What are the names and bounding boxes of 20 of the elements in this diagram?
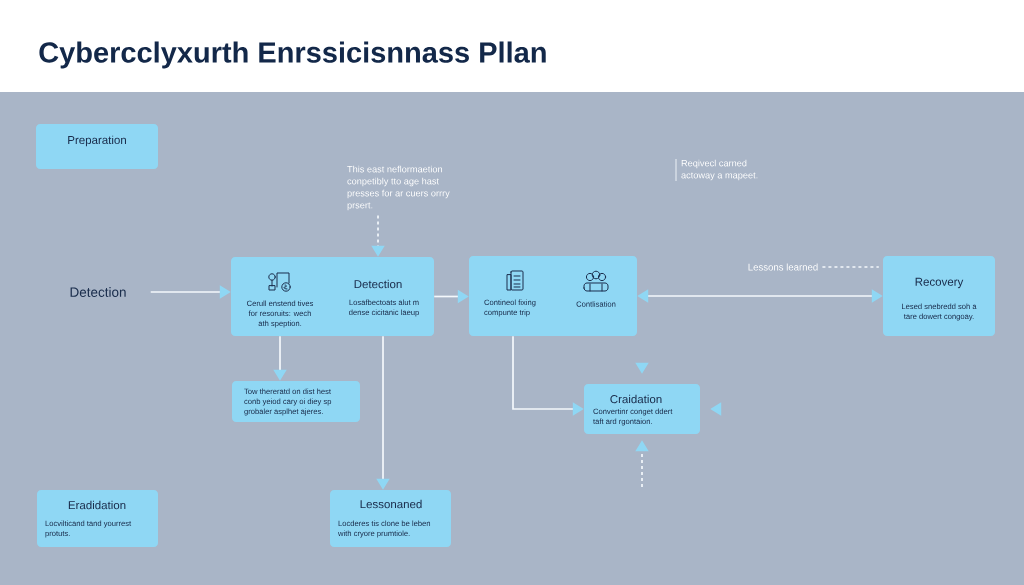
box-heading: Eradidation	[68, 500, 126, 510]
note-text: Reqivecl carned actoway a mapeet.	[681, 159, 758, 181]
process-box	[584, 384, 700, 434]
box-heading: Recovery	[915, 277, 964, 289]
process-box	[469, 256, 637, 336]
box-heading: Preparation	[68, 135, 126, 147]
step-label: Detection	[70, 287, 126, 297]
title: Cybercclyxurth Enrssicisnnass Pllan	[39, 41, 546, 69]
process-box	[883, 256, 995, 336]
box-heading: Lessonaned	[360, 499, 422, 509]
process-box	[37, 490, 158, 547]
process-box	[231, 257, 434, 336]
process-box	[36, 124, 158, 169]
process-box	[232, 381, 360, 422]
box-heading: Craidation	[610, 394, 662, 404]
note-text: This east neflormaetion conpetibly tto age hast presses for ar cuers orrry prsert.	[347, 165, 450, 211]
dashed-line	[821, 266, 880, 268]
box-heading: Detection	[354, 279, 402, 289]
process-box	[330, 490, 451, 547]
annotation-text: Lessons learned	[748, 263, 818, 271]
